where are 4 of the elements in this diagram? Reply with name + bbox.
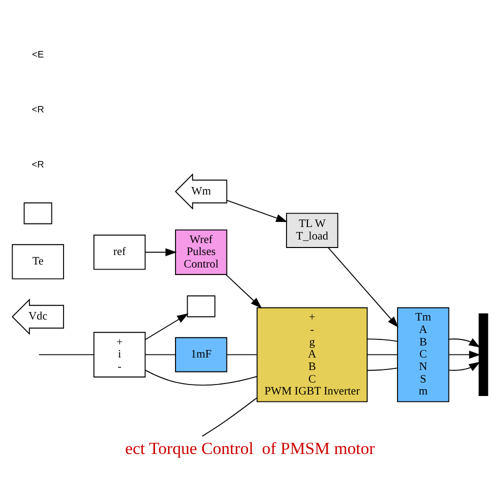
label: <R: [32, 158, 44, 170]
label: <E: [32, 48, 44, 60]
caption: ect Torque Control of PMSM motor: [125, 438, 375, 458]
label: <R: [32, 104, 44, 115]
